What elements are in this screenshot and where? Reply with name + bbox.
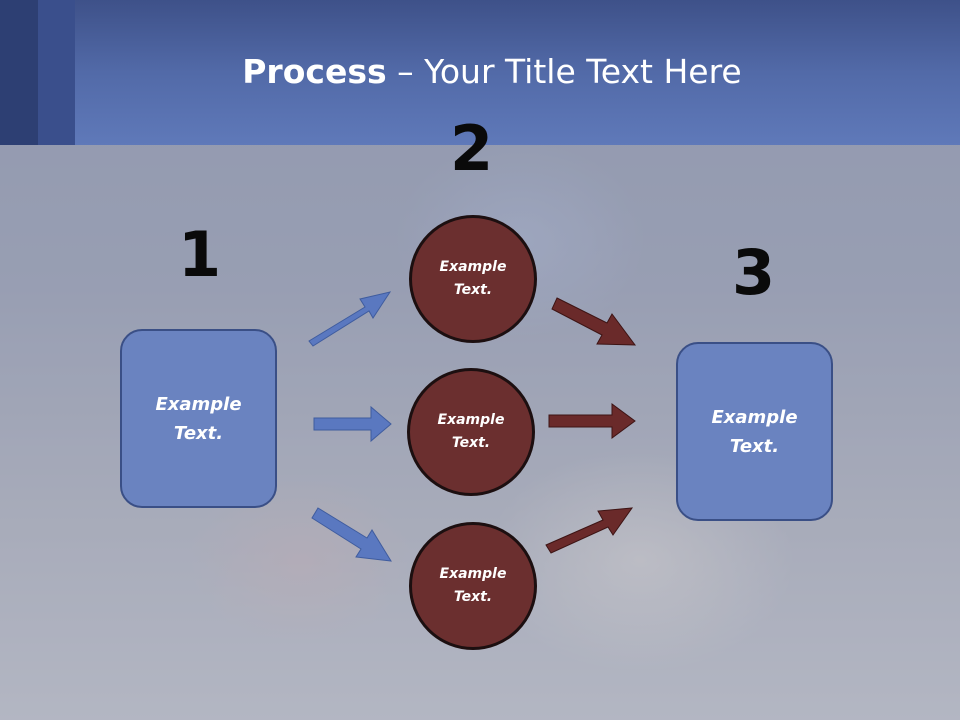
step-number-1: 1 [178, 218, 222, 291]
title-bold: Process [242, 52, 387, 91]
title-rest: – Your Title Text Here [386, 52, 742, 91]
arrow-in-middle [313, 405, 392, 443]
output-box-label: Example Text. [711, 406, 798, 457]
step-number-3: 3 [732, 236, 776, 309]
process-circle-top[interactable]: Example Text. [409, 215, 537, 343]
process-circle-middle-label: Example Text. [437, 412, 505, 451]
slide-title: Process – Your Title Text Here [0, 52, 960, 91]
arrow-in-top [308, 291, 392, 347]
arrow-in-bottom [311, 507, 392, 562]
output-box[interactable]: Example Text. [676, 342, 833, 521]
banner-accent-dark [0, 0, 38, 145]
title-banner [0, 0, 960, 145]
step-number-2: 2 [450, 112, 494, 185]
banner-accent-mid [38, 0, 75, 145]
arrow-out-bottom [545, 507, 634, 554]
process-circle-bottom[interactable]: Example Text. [409, 522, 537, 650]
process-circle-top-label: Example Text. [439, 259, 507, 298]
arrow-out-top [551, 297, 637, 346]
input-box-label: Example Text. [155, 393, 242, 444]
process-circle-middle[interactable]: Example Text. [407, 368, 535, 496]
process-circle-bottom-label: Example Text. [439, 566, 507, 605]
arrow-out-middle [548, 403, 636, 439]
input-box[interactable]: Example Text. [120, 329, 277, 508]
